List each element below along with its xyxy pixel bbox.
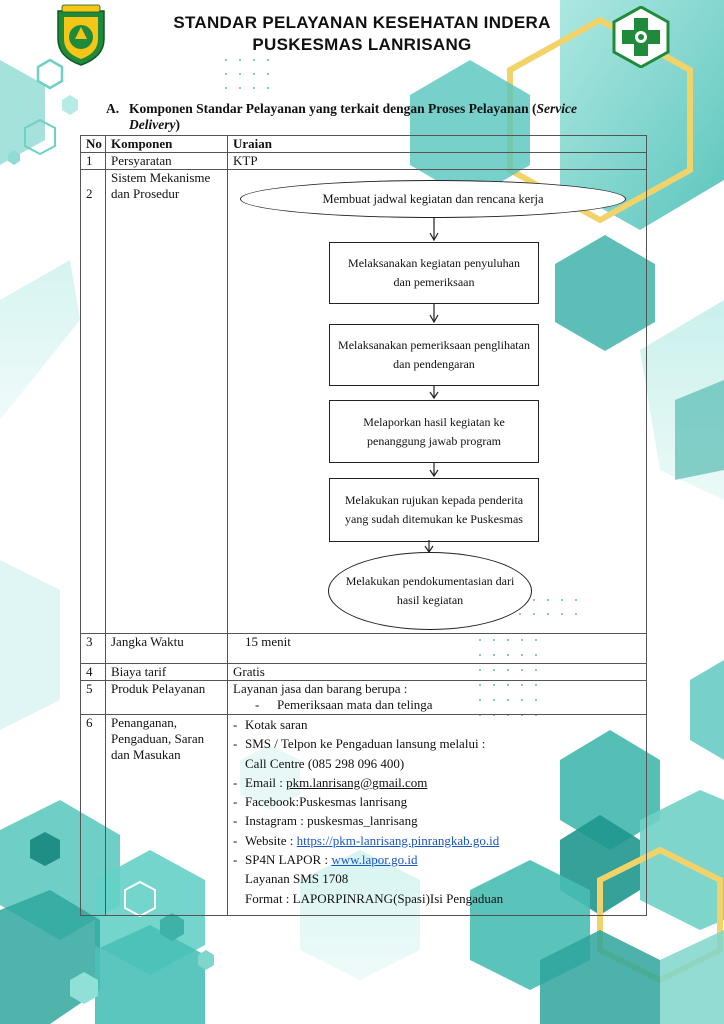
row-komponen: Penanganan, Pengaduan, Saran dan Masukan bbox=[105, 714, 228, 916]
list-item-sub: Format : LAPORPINRANG(Spasi)Isi Pengadua… bbox=[233, 889, 641, 908]
list-item-text: Kotak saran bbox=[245, 717, 308, 732]
row-no: 3 bbox=[80, 633, 106, 664]
flow-step-ellipse: Membuat jadwal kegiatan dan rencana kerj… bbox=[240, 180, 626, 218]
list-item-text: SMS / Telpon ke Pengaduan lansung melalu… bbox=[245, 736, 486, 752]
regency-emblem-logo bbox=[57, 4, 105, 66]
flow-step-box: Melaksanakan pemeriksaan penglihatan dan… bbox=[329, 324, 539, 386]
row-uraian: 15 menit bbox=[245, 634, 291, 649]
list-item: - Pemeriksaan mata dan telinga bbox=[233, 697, 641, 713]
flow-step-box: Melakukan rujukan kepada penderita yang … bbox=[329, 478, 539, 542]
lapor-label: SP4N LAPOR : bbox=[245, 852, 332, 868]
title-line-2: PUSKESMAS LANRISANG bbox=[252, 35, 472, 54]
header-uraian: Uraian bbox=[227, 135, 647, 153]
page-title: STANDAR PELAYANAN KESEHATAN INDERA PUSKE… bbox=[120, 12, 604, 56]
title-line-1: STANDAR PELAYANAN KESEHATAN INDERA bbox=[173, 13, 551, 32]
list-item: -Facebook:Puskesmas lanrisang bbox=[233, 794, 408, 810]
list-item: -Website : https://pkm-lanrisang.pinrang… bbox=[233, 832, 500, 848]
arrow-down-icon bbox=[429, 304, 439, 324]
header-komponen: Komponen bbox=[105, 135, 228, 153]
list-item-text: Format : LAPORPINRANG(Spasi)Isi Pengadua… bbox=[245, 890, 504, 906]
table-row: 6 Penanganan, Pengaduan, Saran dan Masuk… bbox=[80, 714, 647, 916]
header-no: No bbox=[80, 135, 106, 153]
table-row: 4 Biaya tarif Gratis bbox=[80, 663, 647, 681]
list-item-sub: Layanan SMS 1708 bbox=[233, 869, 641, 888]
list-item: -SP4N LAPOR : www.lapor.go.id bbox=[233, 852, 418, 868]
row-uraian: KTP bbox=[227, 152, 647, 170]
flow-step-ellipse: Melakukan pendokumentasian dari hasil ke… bbox=[328, 552, 532, 630]
row-no: 1 bbox=[80, 152, 106, 170]
flow-step-box: Melaporkan hasil kegiatan ke penanggung … bbox=[329, 400, 539, 463]
complaint-channels-list: -Kotak saran -SMS / Telpon ke Pengaduan … bbox=[233, 715, 641, 908]
row-uraian: Layanan jasa dan barang berupa : bbox=[233, 681, 408, 696]
email-label: Email : bbox=[245, 774, 287, 790]
row-uraian: Gratis bbox=[227, 663, 647, 681]
section-title-close: ) bbox=[175, 117, 180, 132]
row-no: 4 bbox=[80, 663, 106, 681]
list-item: -SMS / Telpon ke Pengaduan lansung melal… bbox=[233, 736, 486, 752]
row-komponen: Biaya tarif bbox=[105, 663, 228, 681]
row-no: 5 bbox=[80, 680, 106, 715]
list-item-text: Instagram : puskesmas_lanrisang bbox=[245, 813, 418, 829]
row-komponen: Persyaratan bbox=[105, 152, 228, 170]
list-item: -Instagram : puskesmas_lanrisang bbox=[233, 813, 418, 829]
arrow-down-icon bbox=[429, 218, 439, 242]
flowchart-cell: Membuat jadwal kegiatan dan rencana kerj… bbox=[227, 169, 647, 634]
table-row: 1 Persyaratan KTP bbox=[80, 152, 647, 170]
row-no: 6 bbox=[80, 714, 106, 916]
section-title-text: Komponen Standar Pelayanan yang terkait … bbox=[129, 101, 537, 116]
section-title-italic: Service Delivery bbox=[129, 101, 578, 132]
puskesmas-logo bbox=[612, 6, 670, 68]
service-standard-table: No Komponen Uraian 1 Persyaratan KTP 2 S… bbox=[80, 135, 647, 916]
section-title: Komponen Standar Pelayanan yang terkait … bbox=[129, 101, 629, 133]
flow-step-box: Melaksanakan kegiatan penyuluhan dan pem… bbox=[329, 242, 539, 304]
website-label: Website : bbox=[245, 832, 297, 848]
list-item: -Email : pkm.lanrisang@gmail.com bbox=[233, 774, 428, 790]
row-komponen: Produk Pelayanan bbox=[105, 680, 228, 715]
arrow-down-icon bbox=[429, 463, 439, 478]
website-link[interactable]: https://pkm-lanrisang.pinrangkab.go.id bbox=[296, 832, 500, 848]
table-row: 2 Sistem Mekanisme dan Prosedur Membuat … bbox=[80, 169, 647, 634]
table-header-row: No Komponen Uraian bbox=[80, 135, 647, 153]
list-item-sub: Call Centre (085 298 096 400) bbox=[233, 754, 641, 773]
table-row: 5 Produk Pelayanan Layanan jasa dan bara… bbox=[80, 680, 647, 715]
table-row: 3 Jangka Waktu 15 menit bbox=[80, 633, 647, 664]
arrow-down-icon bbox=[429, 386, 439, 400]
row-komponen: Jangka Waktu bbox=[105, 633, 228, 664]
row-no: 2 bbox=[86, 186, 93, 201]
row-komponen: Sistem Mekanisme dan Prosedur bbox=[105, 169, 228, 634]
list-item-text: Pemeriksaan mata dan telinga bbox=[277, 697, 433, 712]
list-item-text: Layanan SMS 1708 bbox=[245, 871, 349, 887]
section-letter: A. bbox=[106, 101, 120, 116]
dash-bullet: - bbox=[255, 697, 260, 712]
email-link[interactable]: pkm.lanrisang@gmail.com bbox=[286, 774, 428, 790]
list-item: -Kotak saran bbox=[233, 717, 308, 732]
lapor-link[interactable]: www.lapor.go.id bbox=[331, 852, 418, 868]
list-item-text: Facebook:Puskesmas lanrisang bbox=[245, 794, 408, 810]
list-item-text: Call Centre (085 298 096 400) bbox=[245, 755, 405, 771]
